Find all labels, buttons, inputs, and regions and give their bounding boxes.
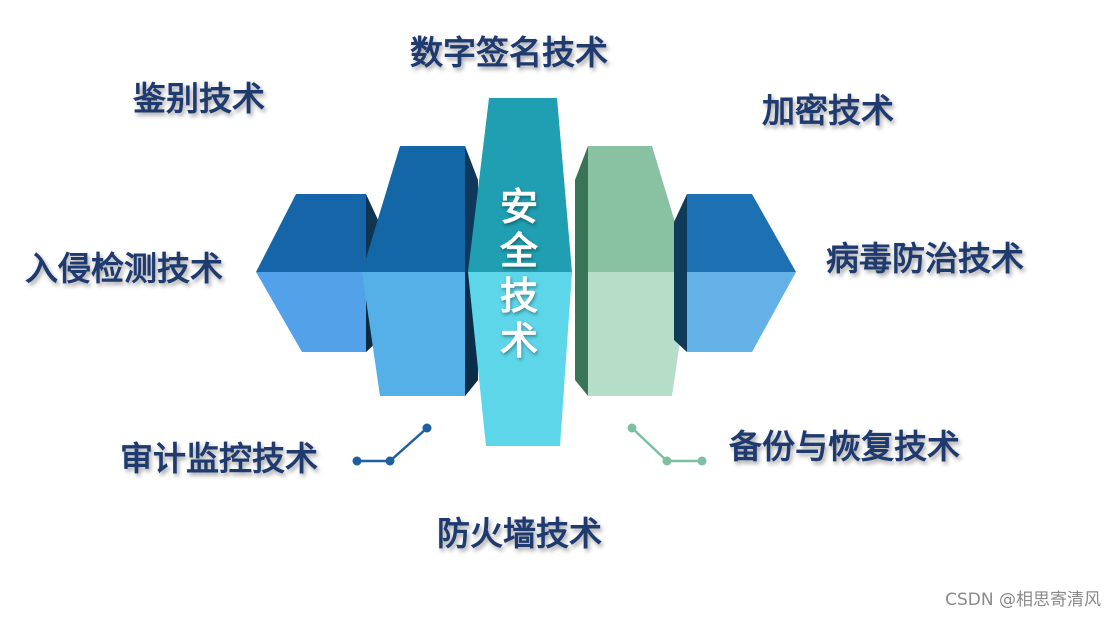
- label-encryption: 加密技术: [762, 91, 894, 130]
- center-char-2: 全: [499, 229, 538, 273]
- block-far-left: [256, 194, 379, 352]
- label-intrusion-detection: 入侵检测技术: [25, 249, 223, 288]
- block-inner-left: [362, 146, 478, 396]
- block-inner-left-top: [362, 146, 465, 272]
- block-far-right: [674, 194, 796, 352]
- connector-left: [352, 423, 432, 466]
- block-far-left-top: [256, 194, 366, 272]
- center-char-4: 术: [499, 319, 538, 363]
- block-far-right-bottom: [687, 272, 796, 352]
- block-inner-right-top: [588, 146, 690, 272]
- label-authentication: 鉴别技术: [133, 79, 265, 118]
- label-audit-monitoring: 审计监控技术: [120, 439, 318, 478]
- block-inner-right: [575, 146, 690, 396]
- block-inner-right-side: [575, 146, 588, 396]
- label-virus-prevention: 病毒防治技术: [826, 239, 1024, 278]
- watermark: CSDN @相思寄清风: [945, 590, 1101, 610]
- block-inner-right-bottom: [588, 272, 690, 396]
- block-center-top: [468, 98, 572, 272]
- block-center-bottom: [468, 272, 572, 446]
- label-digital-signature: 数字签名技术: [410, 33, 608, 72]
- block-far-right-side: [674, 194, 687, 352]
- connector-right: [627, 423, 707, 466]
- center-char-3: 技: [499, 274, 538, 318]
- center-char-1: 安: [499, 185, 538, 229]
- block-far-left-bottom: [256, 272, 366, 352]
- block-center: [468, 98, 572, 446]
- block-inner-left-bottom: [362, 272, 465, 396]
- label-backup-recovery: 备份与恢复技术: [729, 427, 960, 466]
- label-firewall: 防火墙技术: [437, 514, 602, 553]
- block-far-right-top: [687, 194, 796, 272]
